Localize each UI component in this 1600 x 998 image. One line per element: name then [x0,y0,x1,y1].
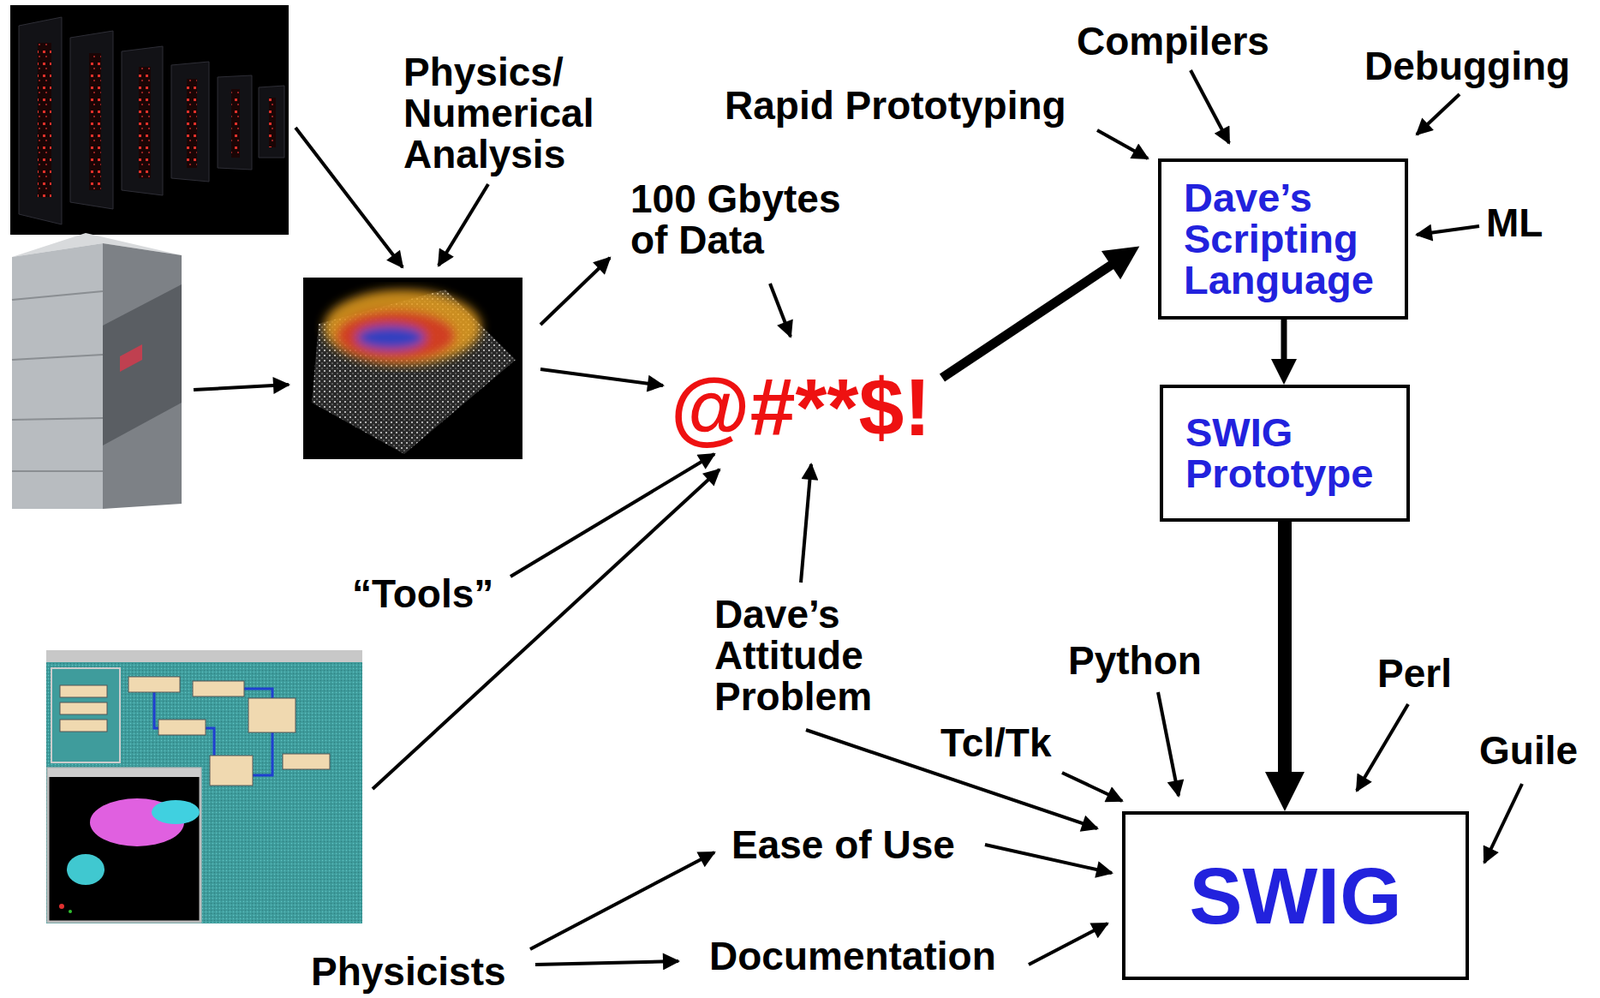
process-box: SWIG Prototype [1159,384,1410,522]
arrow-head [1271,358,1297,385]
leader-arrow [1356,704,1409,791]
tower-front [11,243,103,509]
cabinet [70,30,114,209]
cabinet-lights [37,42,52,198]
annotation-label: Debugging [1364,45,1571,87]
window-bar [47,768,201,777]
cloud-layer [323,289,482,365]
annotation-label: ML [1486,202,1543,244]
box-label: Dave’s Scripting Language [1183,177,1383,301]
module-box [128,676,180,693]
arrow-head [1265,771,1305,812]
render-blob [66,853,105,885]
title-bar [46,650,363,663]
annotation-label: Documentation [709,935,997,977]
screenshot-picture [46,650,363,924]
annotation-label: Tcl/Tk [940,722,1052,764]
cloud-layer [335,310,456,362]
leader-arrow [985,844,1112,873]
leader-arrow [510,453,715,577]
annotation-label: Python [1068,639,1202,681]
cloud-core [356,325,425,350]
thick-arrow [942,259,1120,378]
cabinet [258,85,285,158]
leader-arrow [1158,692,1179,796]
render-blob [151,800,200,824]
module-box [248,698,296,733]
process-box: Dave’s Scripting Language [1158,158,1409,320]
leader-arrow [1097,130,1148,159]
module-box [59,685,108,698]
leader-arrow [770,283,791,337]
leader-arrow [530,852,715,950]
cabinet-lights [186,78,198,168]
tower-side [102,243,182,509]
module-box [192,680,245,697]
leader-arrow [372,469,720,789]
cabinet [171,61,209,182]
box-label: SWIG Prototype [1185,411,1385,495]
cabinet [217,75,252,170]
leader-arrow [1190,70,1230,144]
module-box [209,755,253,786]
annotation-label: Compilers [1076,20,1270,62]
module-wire [154,692,215,756]
annotation-label: Ease of Use [731,823,956,866]
module-box [158,719,206,735]
cabinet [121,46,163,196]
annotation-label: Physics/ Numerical Analysis [403,51,609,175]
annotation-label: Rapid Prototyping [724,84,1067,126]
tower-screen [119,344,143,372]
leader-arrow [193,384,289,390]
render-window [47,768,201,922]
side-panel [51,668,120,763]
tower-seam [11,291,103,300]
leader-arrow [540,369,663,386]
tower-seam [11,417,103,420]
render-dot [68,909,72,914]
tower-seam [11,354,103,360]
leader-arrow [540,257,610,325]
cabinet [18,17,62,225]
leader-arrow [1416,94,1460,135]
cabinet-lights [138,66,151,179]
cabinet-lights [231,89,240,158]
leader-arrow [438,184,489,266]
module-box [59,702,108,715]
annotation-label: @#**$! [670,366,932,448]
annotation-label: 100 Gbytes of Data [630,178,858,261]
picture-ground [303,277,523,460]
cabinet-lights [89,53,102,191]
leader-arrow [1028,923,1108,965]
supercomputer-picture [10,5,289,235]
flow-arrow [1281,319,1288,361]
process-box: SWIG [1122,811,1469,980]
render-dot [59,903,65,909]
annotation-label: Perl [1377,652,1452,694]
leader-arrow [800,464,812,583]
leader-arrow [1484,783,1523,863]
tower-seam [11,470,103,472]
data-slab [311,289,516,454]
tower-panel [102,284,182,446]
server-tower-picture [11,232,182,509]
leader-arrow [295,127,403,268]
module-box [59,719,108,732]
cabinet-lights [268,97,276,148]
picture-ground [10,5,289,235]
volume-render-picture [303,277,523,460]
screen-ground [46,650,363,924]
annotation-label: “Tools” [352,573,494,615]
annotation-label: Guile [1479,729,1578,771]
module-box [282,753,330,770]
leader-arrow [535,961,679,965]
box-label: SWIG [1189,853,1403,939]
flow-arrow [1277,521,1292,774]
annotation-label: Dave’s Attitude Problem [714,593,886,717]
annotation-label: Physicists [310,950,507,992]
leader-arrow [1416,226,1480,235]
leader-arrow [1062,772,1123,801]
data-cloud [323,289,482,365]
